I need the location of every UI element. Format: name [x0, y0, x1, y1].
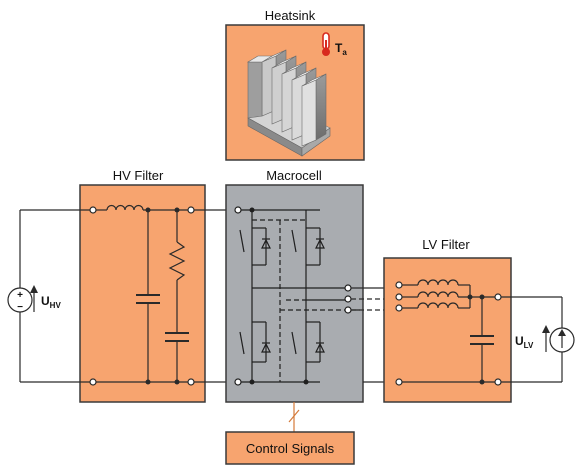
hv-filter-title: HV Filter — [113, 168, 164, 183]
lv-current-source: ULV — [501, 296, 575, 383]
lv-filter-panel — [383, 257, 512, 403]
svg-text:+: + — [17, 290, 23, 301]
control-signals-label: Control Signals — [246, 441, 335, 456]
hv-filter-panel — [79, 184, 206, 403]
control-signals-block: Control Signals — [225, 402, 355, 465]
macrocell-panel — [225, 184, 364, 403]
thermometer-icon — [322, 32, 330, 56]
heatsink-block: Heatsink — [225, 8, 365, 161]
macrocell-block: Macrocell — [225, 168, 364, 403]
uhv-symbol: UHV — [41, 294, 61, 310]
hv-inductor — [106, 204, 144, 211]
control-signals-panel — [225, 431, 355, 465]
heatsink-title: Heatsink — [265, 8, 316, 23]
macrocell-title: Macrocell — [266, 168, 322, 183]
ulv-symbol: ULV — [515, 334, 534, 350]
hv-filter-block: HV Filter — [79, 168, 206, 403]
heatsink-icon — [246, 49, 331, 157]
svg-text:−: − — [17, 302, 23, 313]
hv-resistor — [168, 241, 186, 281]
ambient-temp-symbol: Ta — [335, 41, 347, 57]
hv-voltage-source: + − UHV — [7, 209, 90, 383]
lv-filter-block: LV Filter — [383, 237, 512, 403]
lv-filter-title: LV Filter — [422, 237, 470, 252]
